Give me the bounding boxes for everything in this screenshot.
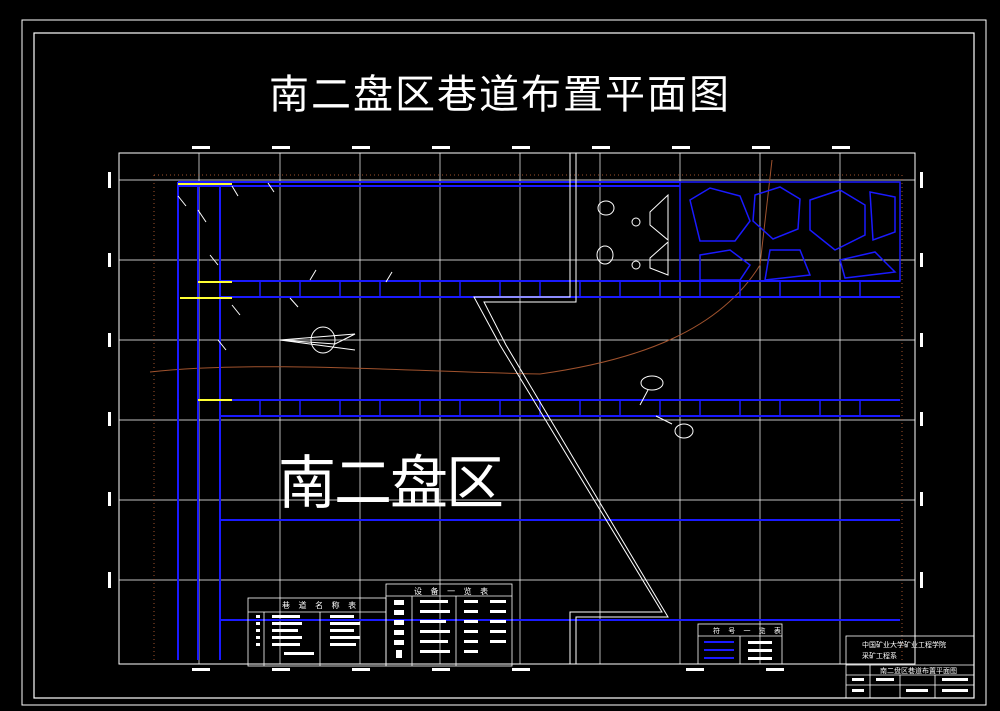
title-block-fields xyxy=(852,678,968,692)
legend-entries xyxy=(704,641,772,660)
panel-area-label: 南二盘区 xyxy=(278,449,504,517)
north-arrow-icon xyxy=(279,326,356,354)
outer-frame xyxy=(21,19,987,706)
inner-frame xyxy=(33,32,975,699)
highlighted-segments xyxy=(178,183,232,401)
plan-border xyxy=(118,152,916,665)
title-block-drawing-name: 南二盘区巷道布置平面图 xyxy=(880,667,957,675)
equipment-table xyxy=(385,583,513,667)
title-block xyxy=(845,635,975,699)
drawing-title: 南二盘区巷道布置平面图 xyxy=(269,72,731,118)
title-block-school: 中国矿业大学矿业工程学院 xyxy=(862,641,946,649)
survey-markers xyxy=(177,182,673,425)
coordinate-tick-marks xyxy=(108,146,923,671)
panel-boundary-dotted xyxy=(153,174,903,660)
equipment-entries xyxy=(394,600,506,658)
equipment-table-title: 设 备 一 览 表 xyxy=(414,587,492,596)
legend-table-title: 符 号 一 览 表 xyxy=(713,627,784,635)
legend-table xyxy=(697,623,783,665)
roadway-names-table-title: 巷 道 名 称 表 xyxy=(282,601,360,610)
title-block-major: 采矿工程系 xyxy=(862,652,897,660)
roadway-cross-cuts xyxy=(259,281,861,416)
panel-boundary-line xyxy=(473,153,669,664)
ventilation-arrows xyxy=(596,193,694,439)
roadways xyxy=(177,181,900,660)
roadway-names-entries xyxy=(256,615,360,655)
contour-line xyxy=(149,159,773,375)
goaf-area xyxy=(679,181,901,282)
